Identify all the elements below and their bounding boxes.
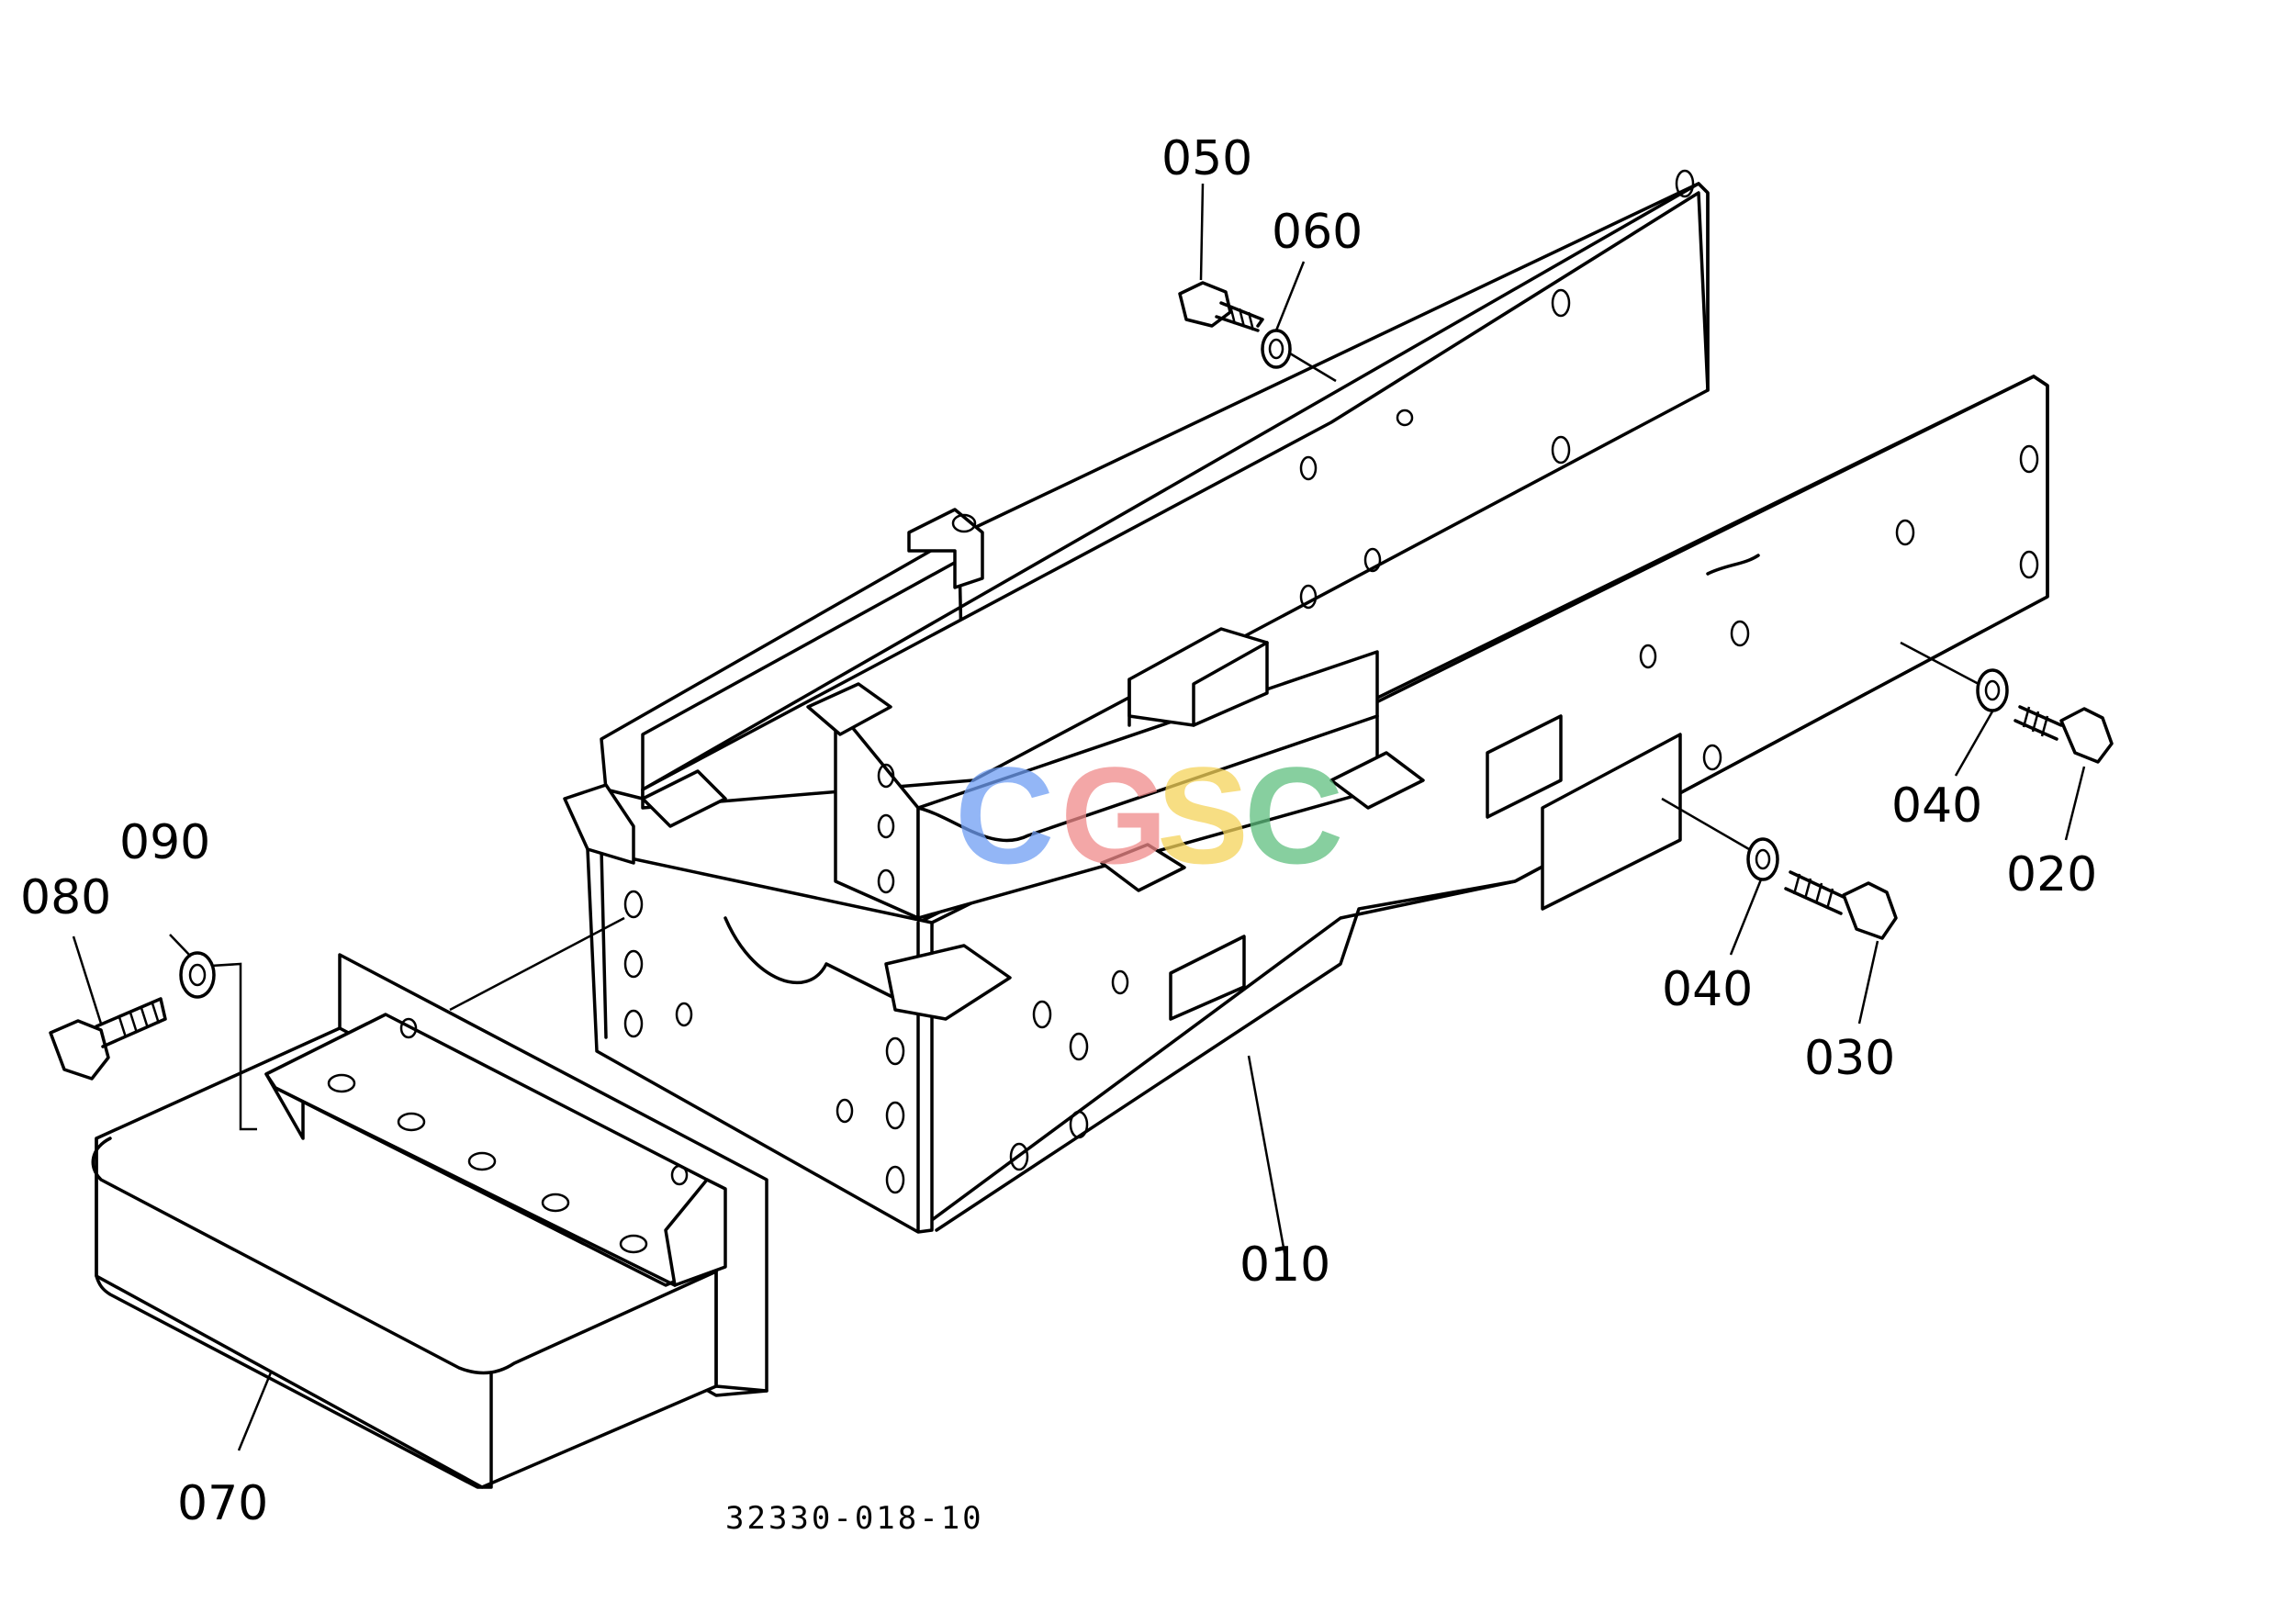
axis-070 [449, 916, 625, 1012]
frame-010 [563, 169, 2049, 1234]
axis-030 [1661, 797, 1750, 851]
label-070: 070 [177, 1476, 268, 1531]
label-020: 020 [2006, 847, 2097, 902]
label-080: 080 [20, 870, 111, 925]
box-070 [91, 953, 768, 1489]
drawing-code: 32330-018-10 [725, 1500, 984, 1537]
frame-holes [623, 169, 2039, 1194]
bolt-020 [2013, 705, 2114, 764]
part-labels: 050 060 010 020 040 040 030 090 080 070 … [20, 131, 2097, 1537]
leader-lines [72, 183, 2086, 1451]
label-010: 010 [1239, 1238, 1330, 1293]
axis-090 [210, 962, 257, 1131]
axis-050 [1289, 352, 1337, 383]
watermark-letter-3: S [1157, 738, 1249, 892]
washer-060 [1261, 329, 1292, 369]
bolt-050 [1178, 281, 1264, 332]
washer-090 [179, 951, 216, 999]
washer-040-upper [1976, 668, 2009, 712]
watermark-letter-1: C [955, 738, 1054, 892]
label-050: 050 [1161, 131, 1252, 186]
label-030: 030 [1804, 1031, 1895, 1086]
bolt-080 [49, 997, 167, 1081]
watermark-logo: C G S C [955, 738, 1343, 892]
bolt-030 [1784, 870, 1898, 940]
watermark-letter-2: G [1060, 738, 1168, 892]
label-060: 060 [1272, 205, 1363, 260]
label-040-lower: 040 [1662, 962, 1753, 1017]
washer-040-lower [1746, 837, 1779, 881]
label-090: 090 [119, 815, 210, 870]
axis-020 [1900, 641, 1980, 686]
label-040-upper: 040 [1891, 778, 1982, 834]
watermark-letter-4: C [1244, 738, 1343, 892]
